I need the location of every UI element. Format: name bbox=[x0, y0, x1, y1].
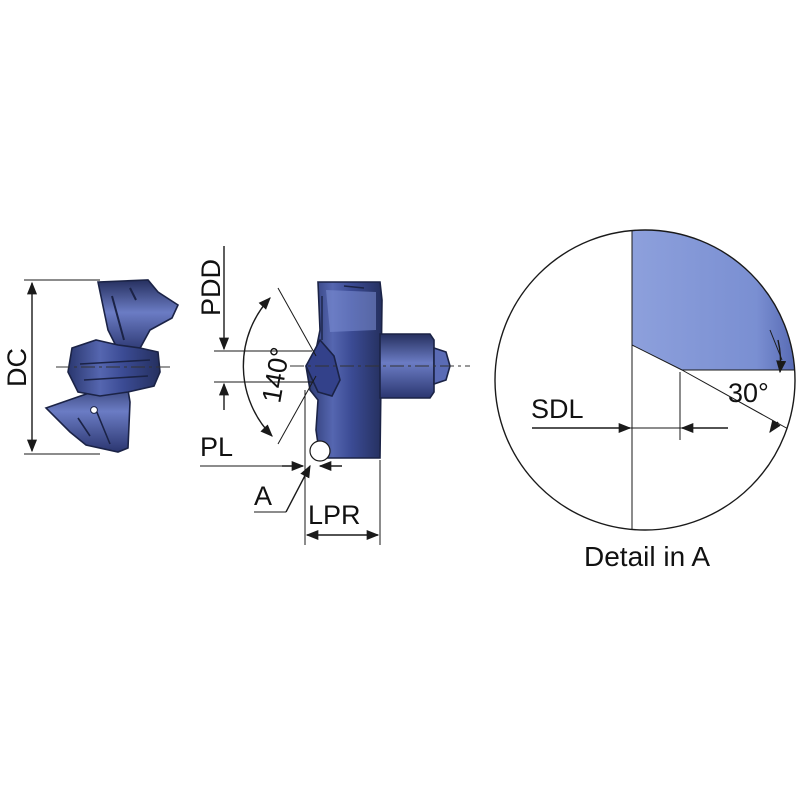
lpr-label: LPR bbox=[308, 500, 361, 530]
dc-dimension bbox=[24, 279, 100, 455]
end-view-groove-2 bbox=[79, 359, 151, 381]
sdl-label: SDL bbox=[531, 394, 584, 424]
side-view-flute-highlight bbox=[326, 290, 376, 332]
end-view-groove-3 bbox=[77, 409, 111, 445]
a-leader bbox=[254, 464, 311, 513]
end-view-upper-tooth bbox=[97, 279, 180, 353]
pdd-label: PDD bbox=[196, 259, 226, 316]
detail-tool-region bbox=[632, 230, 795, 370]
side-view-shank bbox=[379, 333, 435, 399]
detail-circle-outline bbox=[494, 229, 796, 531]
angle-30-label: 30° bbox=[728, 378, 769, 408]
detail-a-marker bbox=[309, 440, 331, 462]
lpr-dimension bbox=[305, 460, 381, 545]
a-label: A bbox=[254, 481, 272, 511]
end-view-coolant-hole bbox=[90, 406, 98, 414]
detail-caption: Detail in A bbox=[584, 541, 710, 572]
side-view-flute-line bbox=[321, 285, 365, 340]
end-view bbox=[44, 279, 180, 453]
pl-label: PL bbox=[200, 432, 233, 462]
detail-view bbox=[494, 229, 796, 531]
side-view bbox=[290, 281, 470, 459]
angle-140-dimension bbox=[242, 287, 317, 445]
end-view-groove-1 bbox=[111, 287, 137, 341]
angle-140-label: 140° bbox=[256, 345, 295, 405]
end-view-hub bbox=[67, 339, 161, 397]
dc-label: DC bbox=[2, 348, 32, 387]
